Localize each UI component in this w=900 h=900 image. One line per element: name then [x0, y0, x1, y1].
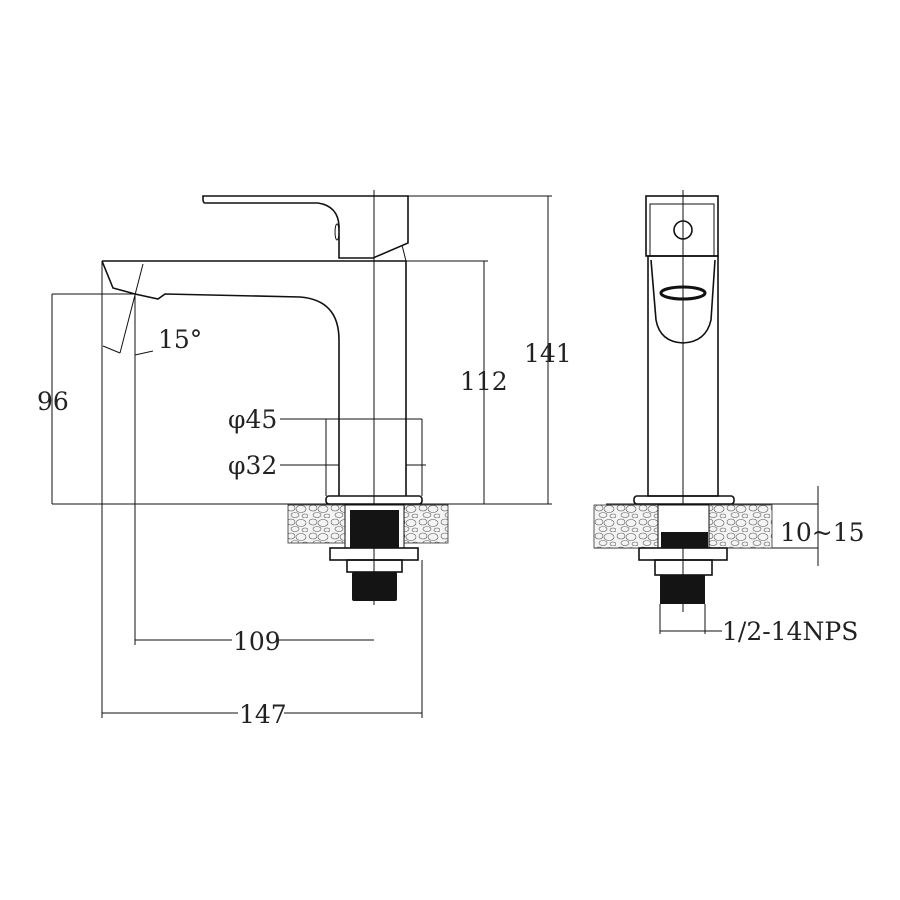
front-view: 15° 96 112 141 φ45 φ32 109 147	[37, 190, 572, 729]
side-pipe-thread	[661, 532, 708, 548]
pipe-thread	[350, 510, 399, 548]
side-handle	[645, 195, 719, 257]
dim-45-label: φ45	[228, 405, 277, 434]
angle-label: 15°	[158, 325, 202, 354]
inlet-thread	[352, 572, 397, 601]
handle-lever	[202, 195, 409, 259]
handle-right-notch	[401, 244, 407, 262]
dim-thread-label: 1/2-14NPS	[722, 617, 858, 646]
dim-141-label: 141	[524, 339, 572, 368]
side-flange	[633, 495, 735, 505]
angle-line	[119, 263, 144, 354]
angle-arrow	[102, 345, 121, 354]
side-view: 10~15 1/2-14NPS	[593, 190, 865, 646]
dim-147-label: 147	[239, 700, 287, 729]
dim-thickness-label: 10~15	[780, 518, 865, 547]
dim-96-label: 96	[37, 387, 69, 416]
dim-112-label: 112	[460, 367, 508, 396]
base-flange	[325, 495, 423, 505]
dim-109-label: 109	[233, 627, 281, 656]
handle-detail	[334, 223, 340, 241]
side-inlet-thread	[660, 575, 705, 604]
side-handle-inner	[649, 203, 715, 256]
angle-arrow-right	[134, 350, 154, 356]
dim-32-label: φ32	[228, 451, 277, 480]
